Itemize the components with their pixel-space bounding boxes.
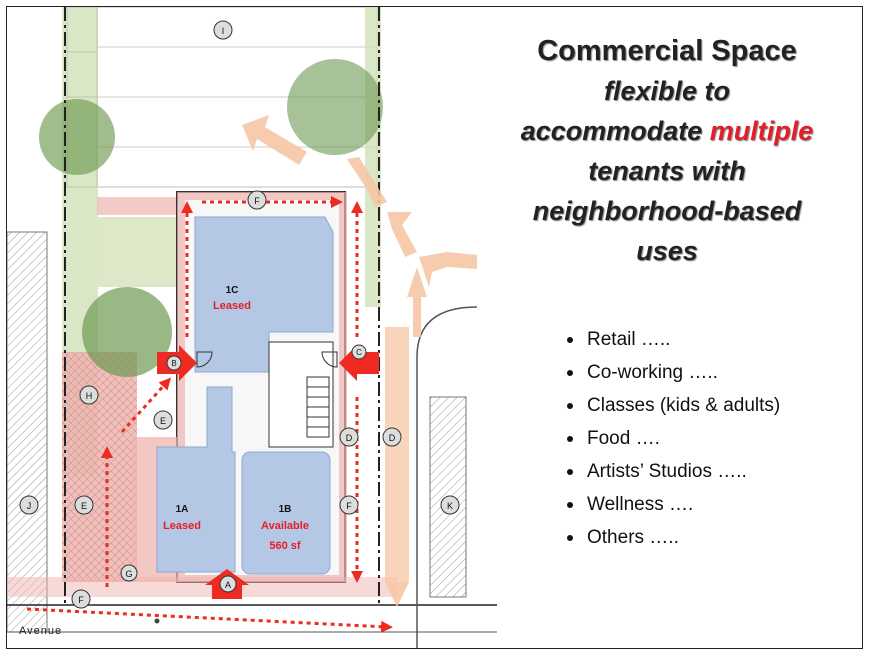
unit-1c-id: 1C: [226, 285, 239, 296]
use-item: Retail …..: [567, 323, 780, 356]
marker-b: B: [166, 355, 182, 371]
marker-d-outer: D: [382, 427, 402, 447]
use-item: Classes (kids & adults): [567, 389, 780, 422]
street-label: Avenue: [19, 625, 62, 637]
use-item: Artists’ Studios …..: [567, 455, 780, 488]
svg-text:A: A: [225, 580, 231, 590]
marker-g: G: [120, 564, 138, 582]
marker-i: I: [213, 20, 233, 40]
svg-text:J: J: [27, 501, 32, 511]
svg-text:B: B: [171, 359, 176, 368]
slide: 1C Leased 1A Leased 1B Available 560 sf …: [6, 6, 863, 649]
bullet-icon: [567, 369, 573, 376]
marker-a: A: [219, 575, 237, 593]
marker-d-inner: D: [339, 427, 359, 447]
svg-text:E: E: [160, 416, 166, 426]
bullet-icon: [567, 402, 573, 409]
bullet-icon: [567, 336, 573, 343]
headline-line-4: tenants with: [588, 156, 746, 186]
use-item: Food ….: [567, 422, 780, 455]
circulation-arrows: [26, 196, 393, 633]
building-k: [429, 396, 467, 598]
headline-line-5: neighborhood-based: [532, 196, 802, 226]
bullet-icon: [567, 534, 573, 541]
svg-text:K: K: [447, 501, 453, 511]
marker-e-low: E: [74, 495, 94, 515]
unit-1a: [156, 386, 236, 573]
use-item: Others …..: [567, 521, 780, 554]
svg-text:F: F: [78, 595, 84, 605]
bullet-icon: [567, 468, 573, 475]
headline-line-3-pre: accommodate: [520, 116, 710, 146]
svg-text:H: H: [86, 391, 93, 401]
marker-f-bottom: F: [71, 589, 91, 609]
svg-text:G: G: [125, 569, 132, 579]
use-item: Co-working …..: [567, 356, 780, 389]
headline-line-6: uses: [636, 236, 698, 266]
svg-text:D: D: [346, 433, 353, 443]
unit-1b-status: Available: [261, 520, 309, 532]
svg-text:D: D: [389, 433, 396, 443]
svg-text:C: C: [356, 348, 362, 357]
svg-text:F: F: [346, 501, 352, 511]
unit-1c: [194, 216, 334, 373]
unit-1c-status: Leased: [213, 300, 251, 312]
use-item: Wellness ….: [567, 488, 780, 521]
unit-1b-size: 560 sf: [269, 540, 301, 552]
bullet-icon: [567, 501, 573, 508]
tree: [39, 99, 115, 175]
marker-c: C: [351, 344, 367, 360]
headline-highlight: multiple: [709, 116, 814, 146]
headline-line-2: flexible to: [603, 76, 731, 106]
bullet-icon: [567, 435, 573, 442]
headline-line-1: Commercial Space: [537, 35, 797, 67]
svg-text:F: F: [254, 196, 260, 206]
svg-text:I: I: [222, 26, 225, 36]
tree: [82, 287, 172, 377]
marker-f-top: F: [247, 190, 267, 210]
marker-e-mid: E: [153, 410, 173, 430]
marker-f-right: F: [339, 495, 359, 515]
headline-line-3: accommodate multiple: [477, 111, 857, 151]
svg-text:E: E: [81, 501, 87, 511]
use-list: Retail ….. Co-working ….. Classes (kids …: [567, 323, 780, 554]
headline: Commercial Space flexible to accommodate…: [477, 31, 857, 271]
peach-flow-arrows: [242, 115, 477, 607]
unit-1a-status: Leased: [163, 520, 201, 532]
site-plan: 1C Leased 1A Leased 1B Available 560 sf …: [7, 7, 497, 648]
marker-k: K: [440, 495, 460, 515]
marker-j: J: [19, 495, 39, 515]
marker-h: H: [79, 385, 99, 405]
unit-1b-id: 1B: [279, 504, 292, 515]
unit-1b: [241, 451, 331, 575]
building-j: [7, 231, 48, 633]
tree: [287, 59, 383, 155]
unit-1a-id: 1A: [176, 504, 189, 515]
